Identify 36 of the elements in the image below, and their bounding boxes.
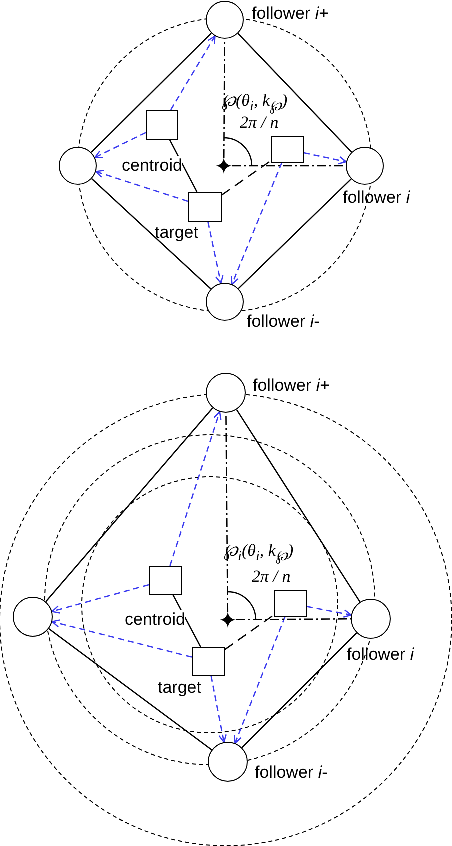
line <box>91 32 212 154</box>
follower-label: follower i- <box>255 763 328 783</box>
dash-dot-line <box>226 413 229 612</box>
line <box>238 33 352 153</box>
dashed-line <box>224 614 274 650</box>
target-label: target <box>158 678 202 698</box>
dash-dot-line <box>236 618 351 621</box>
follower-label: follower i <box>343 188 410 208</box>
dashed-arrow <box>94 132 146 158</box>
dashed-arrow <box>306 606 352 618</box>
line <box>238 178 352 290</box>
dashed-arrow <box>208 222 224 284</box>
dashed-arrow <box>95 170 188 202</box>
follower-label: follower i- <box>247 312 320 332</box>
target-label: target <box>155 223 198 243</box>
angle-label: 2π / n <box>252 567 291 587</box>
line <box>169 140 198 192</box>
follower-label: follower i <box>347 645 414 665</box>
dashed-arrow <box>210 676 227 744</box>
dashed-arrow <box>304 152 348 165</box>
dashed-arrow <box>170 411 222 566</box>
dashed-arrow <box>52 584 150 614</box>
line <box>242 632 358 748</box>
line <box>236 409 361 603</box>
line <box>91 178 212 290</box>
dash-dot-line <box>223 39 226 158</box>
follower-label: follower i+ <box>253 376 330 396</box>
dashed-line <box>222 160 272 196</box>
dashed-arrow <box>230 162 283 286</box>
line <box>48 628 212 751</box>
dashed-arrow <box>234 616 286 744</box>
line <box>46 408 214 602</box>
line <box>172 594 202 648</box>
dashed-arrow <box>170 36 216 110</box>
follower-label: follower i+ <box>252 4 330 24</box>
dashed-arrow <box>52 620 192 658</box>
